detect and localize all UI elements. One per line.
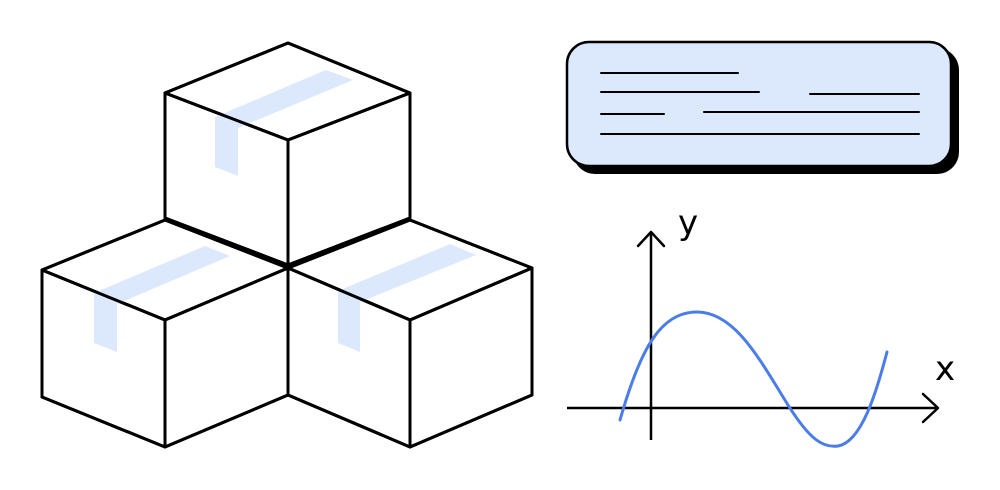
stacked-boxes-icon (40, 41, 534, 449)
sine-graph: y x (567, 203, 955, 448)
right-box-tape (338, 244, 476, 302)
y-axis-arrow-icon (636, 230, 666, 248)
note-card-body (565, 40, 953, 168)
x-axis-label: x (935, 349, 955, 389)
left-box-tape (94, 246, 230, 304)
sine-curve (618, 310, 889, 448)
right-box-tape-side (338, 291, 360, 352)
left-box-tape-side (94, 293, 117, 352)
x-axis-arrow-icon (921, 392, 940, 424)
note-card-text-lines (600, 72, 920, 135)
top-box-tape (215, 70, 353, 128)
y-axis-label: y (678, 203, 698, 243)
top-box-tape-side (215, 117, 238, 176)
note-card (565, 40, 959, 174)
